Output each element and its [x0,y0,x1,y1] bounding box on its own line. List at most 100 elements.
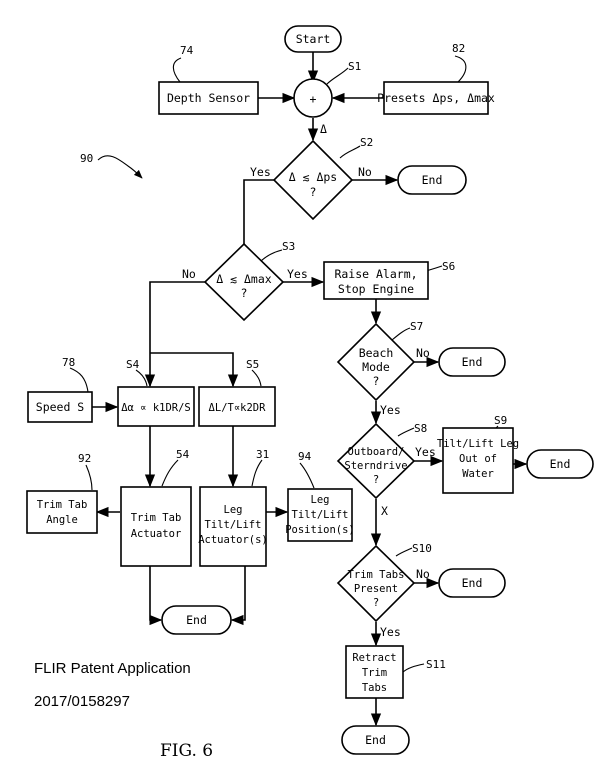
leg-actuator-line1: Leg [224,504,243,516]
retract-line2: Trim [362,667,387,679]
decision-s3-mark: ? [241,286,248,300]
edge-no-s3: No [182,267,196,281]
end-final-label: End [365,733,386,747]
presets-box: Presets Δps, Δmax [377,81,495,115]
leg-position-line1: Leg [311,494,330,506]
stop-engine-label: Stop Engine [338,282,414,296]
step-s3: S3 [282,240,295,253]
raise-alarm-label: Raise Alarm, [334,267,417,281]
retract-line1: Retract [352,652,396,664]
step-s5: S5 [246,358,259,371]
ref-74: 74 [180,44,194,57]
retract-trim-tabs-box: Retract Trim Tabs [345,645,404,699]
water-label: Water [462,468,494,480]
step-s7: S7 [410,320,423,333]
end-s10-label: End [462,576,483,590]
sum-label: + [310,92,317,106]
decision-s2-mark: ? [310,185,317,199]
leg-actuator-line3: Actuator(s) [198,534,268,546]
edge-yes-s8: Yes [415,445,436,459]
decision-s3: Δ ≲ Δmax ? [203,242,285,322]
step-s8: S8 [414,422,427,435]
end-terminal-s7: End [438,347,506,377]
edge-no-s10: No [416,567,430,581]
delta-label: Δ [320,122,327,136]
leg-position-box: Leg Tilt/Lift Position(s) [285,488,355,542]
step-s2: S2 [360,136,373,149]
edge-yes-s3: Yes [287,267,308,281]
leg-actuator-line2: Tilt/Lift [205,519,262,531]
start-terminal: Start [284,25,342,53]
retract-line3: Tabs [362,682,387,694]
edge-labels: Yes No No Yes No Yes Yes X No Yes [182,165,436,639]
step-s9: S9 [494,414,507,427]
ref-82: 82 [452,42,465,55]
caption-number: 2017/0158297 [34,693,130,710]
summing-junction: + [293,78,333,118]
decision-s8-outboard: Outboard/ Sterndrive ? [336,422,416,500]
caption-title: FLIR Patent Application [34,660,191,677]
depth-sensor-box: Depth Sensor [158,81,259,115]
ref-31: 31 [256,448,269,461]
step-s4: S4 [126,358,140,371]
step-s10: S10 [412,542,432,555]
leg-position-line3: Position(s) [285,524,355,536]
end-bottom-left-label: End [186,613,207,627]
beach-question-mark: ? [373,374,380,388]
speed-label: Speed S [36,400,85,414]
end-terminal-s10: End [438,568,506,598]
figure-label: FIG. 6 [160,741,213,761]
edge-yes-s10: Yes [380,625,401,639]
trim-tab-angle-line1: Trim Tab [37,499,88,511]
presets-label: Presets Δps, Δmax [377,91,495,105]
ref-92: 92 [78,452,91,465]
trim-tab-angle-line2: Angle [46,514,78,526]
decision-s3-question: Δ ≲ Δmax [216,272,271,286]
beach-label: Beach [359,346,394,360]
mode-label: Mode [362,360,390,374]
decision-s10-trim-tabs: Trim Tabs Present ? [336,544,416,623]
trim-tab-actuator-box: Trim Tab Actuator [120,486,192,567]
speed-box: Speed S [27,391,93,423]
leg-position-line2: Tilt/Lift [292,509,349,521]
ref-78: 78 [62,356,75,369]
sterndrive-label: Sterndrive [344,460,407,472]
edge-no-s2: No [358,165,372,179]
decision-s2: Δ ≲ Δps ? [272,139,354,221]
end-s2-label: End [422,173,443,187]
trim-tab-angle-box: Trim Tab Angle [26,490,98,534]
s4-formula-box: Δα ∝ k1DR/S [117,386,195,427]
ref-90: 90 [80,152,93,165]
end-s9-label: End [550,457,571,471]
edge-yes-s2: Yes [250,165,271,179]
step-s1: S1 [348,60,361,73]
end-s7-label: End [462,355,483,369]
ref-90-arrow [97,155,143,179]
tilt-lift-box: Tilt/Lift Leg Out of Water [437,427,519,494]
start-label: Start [296,32,331,46]
step-s11: S11 [426,658,446,671]
trim-tabs-present-line1: Trim Tabs [348,569,405,581]
edge-no-s7: No [416,346,430,360]
s4-formula-label: Δα ∝ k1DR/S [121,402,191,414]
step-s6: S6 [442,260,455,273]
end-terminal-bottom-left: End [161,605,232,635]
decision-s7-beach-mode: Beach Mode ? [336,322,416,402]
connectors [92,52,528,727]
ref-54: 54 [176,448,190,461]
leg-actuator-box: Leg Tilt/Lift Actuator(s) [198,486,268,567]
edge-yes-s7: Yes [380,403,401,417]
outboard-question-mark: ? [373,474,379,486]
outboard-label: Outboard/ [348,446,405,458]
trim-tabs-present-line2: Present [354,583,398,595]
ref-94: 94 [298,450,312,463]
raise-alarm-box: Raise Alarm, Stop Engine [323,261,429,300]
end-terminal-s2: End [397,165,467,195]
trim-tabs-present-mark: ? [373,597,379,609]
out-of-label: Out of [459,453,497,465]
s5-formula-box: ΔL/T∝k2DR [198,386,276,427]
reference-numerals: 74 82 90 S1 S2 S3 S4 S5 S6 S7 S8 S9 S10 … [62,42,507,671]
tilt-lift-leg-label: Tilt/Lift Leg [437,438,519,450]
